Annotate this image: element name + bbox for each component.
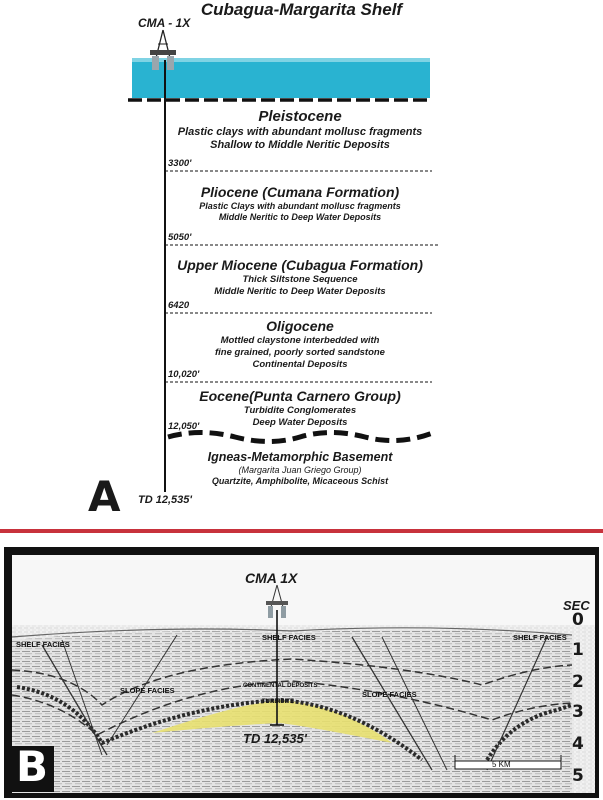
unit-desc: Thick Siltstone Sequence (165, 274, 435, 286)
label-shelf-facies-center: SHELF FACIES (262, 633, 316, 642)
total-depth-label: TD 12,535' (138, 494, 192, 506)
unit-desc: Plastic Clays with abundant mollusc frag… (165, 201, 435, 212)
depth-label: 5050' (168, 232, 191, 243)
sec-tick-0: 0 (572, 610, 584, 630)
label-shelf-facies-left: SHELF FACIES (16, 640, 70, 649)
unit-basement: Igneas-Metamorphic Basement (Margarita J… (165, 450, 435, 487)
seismic-section (12, 555, 595, 793)
label-continental-deposits: CONTINENTAL DEPOSITS (243, 683, 317, 689)
seismic-total-depth-label: TD 12,535' (243, 731, 307, 746)
unit-eocene: Eocene(Punta Carnero Group) Turbidite Co… (165, 388, 435, 429)
unit-desc: Continental Deposits (165, 359, 435, 371)
sea-surface (132, 58, 430, 62)
sea-water (132, 58, 430, 98)
depth-label: 12,050' (168, 421, 199, 432)
unit-desc: Deep Water Deposits (165, 417, 435, 429)
unit-desc: Mottled claystone interbedded with (165, 335, 435, 347)
unit-desc: fine grained, poorly sorted sandstone (165, 347, 435, 359)
sec-tick-1: 1 (572, 640, 584, 660)
panel-a-letter: A (88, 476, 121, 518)
label-shelf-facies-right: SHELF FACIES (513, 633, 567, 642)
unit-desc: Plastic clays with abundant mollusc frag… (165, 126, 435, 139)
unit-name: Eocene(Punta Carnero Group) (165, 388, 435, 405)
unit-name: Pleistocene (165, 108, 435, 126)
panel-b-letter: B (10, 746, 54, 792)
depth-label: 3300' (168, 158, 191, 169)
sec-tick-2: 2 (572, 672, 584, 692)
unit-oligocene: Oligocene Mottled claystone interbedded … (165, 318, 435, 371)
panel-divider (0, 529, 603, 533)
sec-tick-3: 3 (572, 702, 584, 722)
unit-name: Oligocene (165, 318, 435, 335)
seismic-well-label: CMA 1X (245, 570, 297, 586)
unit-name: Igneas-Metamorphic Basement (165, 450, 435, 465)
scale-bar-label: 5 KM (492, 760, 511, 769)
unit-desc: Turbidite Conglomerates (165, 405, 435, 417)
unit-desc: Quartzite, Amphibolite, Micaceous Schist (165, 476, 435, 487)
unit-upper-miocene: Upper Miocene (Cubagua Formation) Thick … (165, 257, 435, 298)
unit-desc: Middle Neritic to Deep Water Deposits (165, 212, 435, 223)
unit-desc: (Margarita Juan Griego Group) (165, 465, 435, 476)
label-turbidite: TURBIDITE (262, 699, 294, 705)
depth-label: 10,020' (168, 369, 199, 380)
unit-desc: Shallow to Middle Neritic Deposits (165, 139, 435, 152)
unit-desc: Middle Neritic to Deep Water Deposits (165, 286, 435, 298)
unit-pliocene: Pliocene (Cumana Formation) Plastic Clay… (165, 184, 435, 223)
basement-unconformity (168, 432, 435, 442)
unit-name: Upper Miocene (Cubagua Formation) (165, 257, 435, 274)
depth-label: 6420 (168, 300, 189, 311)
unit-pleistocene: Pleistocene Plastic clays with abundant … (165, 108, 435, 152)
sec-tick-4: 4 (572, 734, 584, 754)
sec-tick-5: 5 (572, 766, 584, 786)
unit-name: Pliocene (Cumana Formation) (165, 184, 435, 201)
label-slope-facies-left: SLOPE FACIES (120, 686, 175, 695)
label-slope-facies-right: SLOPE FACIES (362, 690, 417, 699)
